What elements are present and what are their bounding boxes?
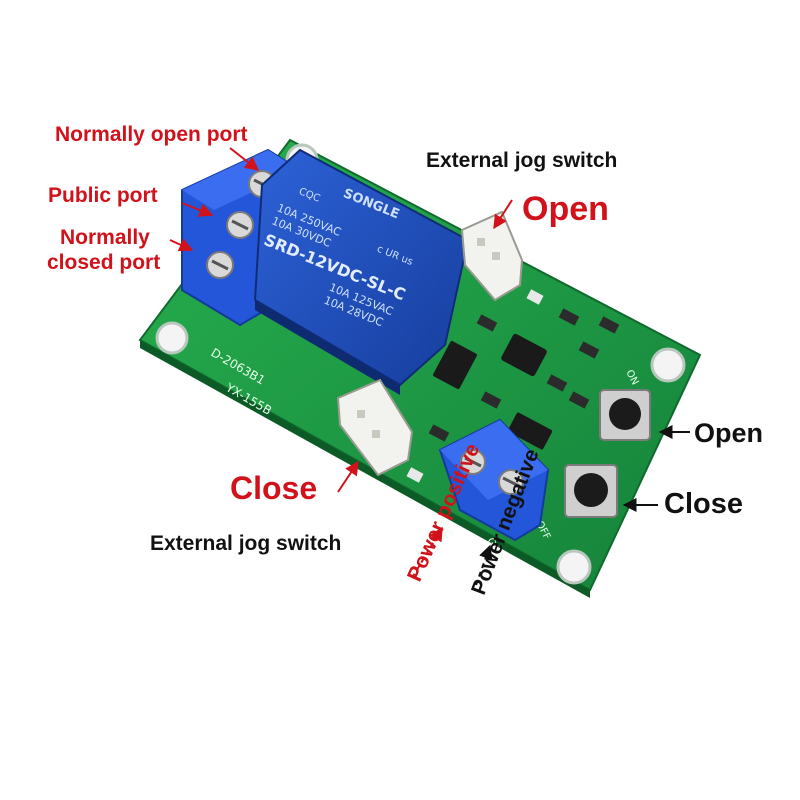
- arrow-power-positive: [411, 526, 443, 579]
- external-jog-switch-label-top: External jog switch: [426, 149, 618, 172]
- arrow-normally-closed: [169, 238, 194, 252]
- open-tactile-button: [599, 389, 651, 441]
- arrow-normally-open: [229, 147, 260, 171]
- relay: SONGLE CQC 10A 250VAC 10A 30VDC c UR us …: [253, 148, 470, 395]
- arrow-close-connector: [337, 460, 359, 493]
- smd-components: [406, 289, 620, 483]
- callout-arrows: [169, 147, 690, 586]
- close-tactile-button: [564, 464, 618, 518]
- public-port-label: Public port: [48, 184, 158, 207]
- external-jog-switch-label-bottom: External jog switch: [150, 532, 342, 555]
- power-terminal-block: [438, 418, 550, 542]
- arrow-power-negative: [475, 544, 493, 586]
- top-jog-connector: [460, 210, 524, 302]
- arrow-open-connector: [493, 199, 513, 230]
- arrow-public: [181, 202, 214, 217]
- normally-closed-port-label-line1: Normally: [60, 226, 150, 249]
- open-connector-label: Open: [522, 190, 609, 228]
- normally-open-port-label: Normally open port: [55, 123, 248, 146]
- normally-closed-port-label-line2: closed port: [47, 251, 161, 274]
- open-button-label: Open: [694, 418, 764, 448]
- close-connector-label: Close: [230, 470, 318, 506]
- close-button-label: Close: [664, 488, 743, 520]
- bottom-jog-connector: [336, 378, 414, 477]
